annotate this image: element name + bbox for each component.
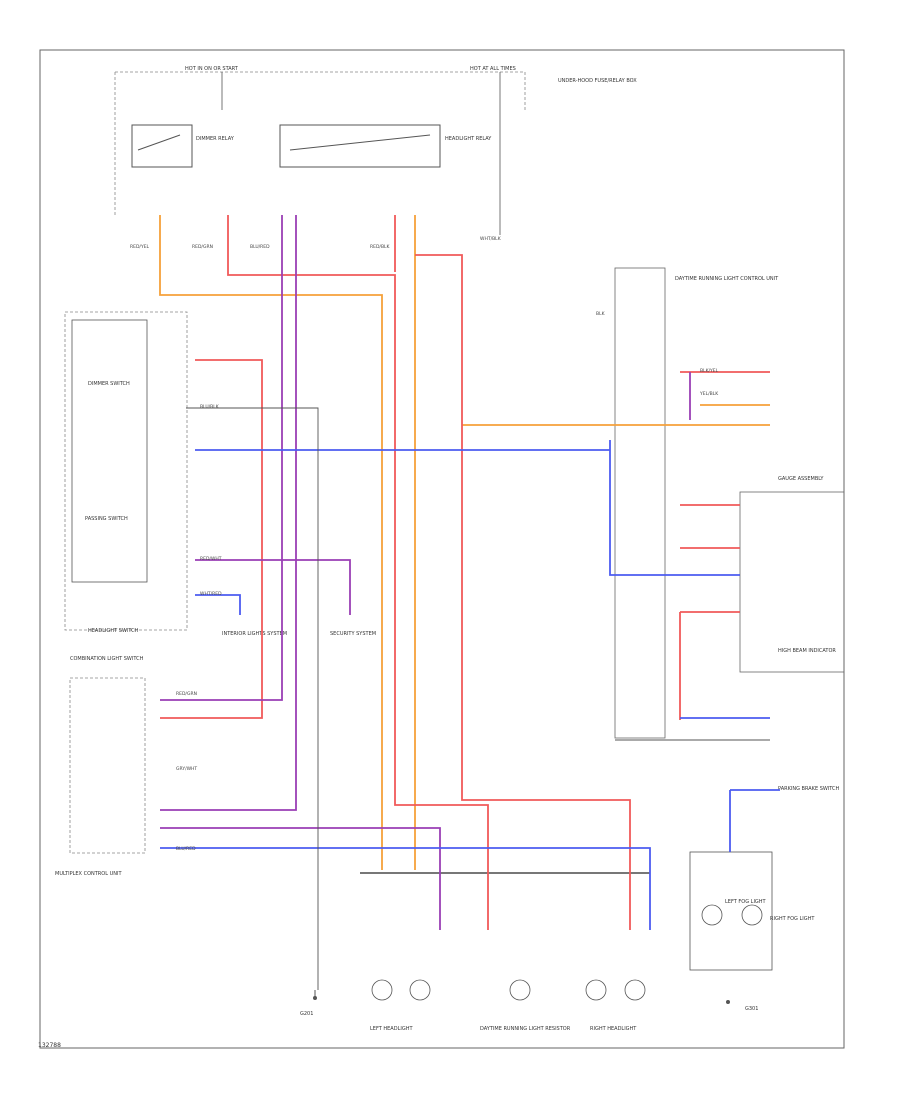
label-hot-in-run: HOT IN ON OR START bbox=[185, 66, 239, 72]
wire-label-5: WHT/BLK bbox=[480, 236, 502, 242]
wire-label-1: RED/YEL bbox=[130, 244, 150, 250]
wire-label-9: RED/GRN bbox=[176, 691, 197, 697]
label-multiplex-unit: MULTIPLEX CONTROL UNIT bbox=[55, 871, 122, 877]
fog-block bbox=[689, 851, 773, 971]
label-gauge-assembly: GAUGE ASSEMBLY bbox=[778, 476, 824, 482]
combination-switch bbox=[64, 311, 188, 631]
left-low-bulb bbox=[371, 979, 393, 1001]
wire-blue-22 bbox=[160, 847, 651, 930]
label-daytime-resistor: DAYTIME RUNNING LIGHT RESISTOR bbox=[480, 1026, 571, 1032]
label-right-headlight: RIGHT HEADLIGHT bbox=[590, 1026, 637, 1032]
label-hot-at-all-times: HOT AT ALL TIMES bbox=[470, 66, 516, 72]
label-dimmer-relay: DIMMER RELAY bbox=[196, 136, 235, 142]
right-high-bulb bbox=[624, 979, 646, 1001]
wire-label-8: WHT/RED bbox=[200, 591, 222, 597]
wire-label-13: BLK/YEL bbox=[700, 368, 719, 374]
wire-label-7: RED/WHT bbox=[200, 556, 222, 562]
wire-label-14: YEL/BLK bbox=[699, 391, 719, 397]
label-high-beam-ind: HIGH BEAM INDICATOR bbox=[778, 648, 836, 654]
headlight-relay bbox=[279, 124, 441, 168]
dimmer-relay-contact bbox=[137, 134, 181, 151]
multiplex-unit bbox=[69, 677, 146, 854]
wire-purple-15 bbox=[195, 559, 351, 615]
wire-red-8 bbox=[160, 359, 263, 719]
gauge-assembly bbox=[739, 491, 845, 673]
left-high-bulb bbox=[409, 979, 431, 1001]
daytime-unit-bar bbox=[614, 267, 666, 739]
wire-label-11: BLU/RED bbox=[176, 846, 196, 852]
label-left-fog: LEFT FOG LIGHT bbox=[725, 899, 767, 905]
label-headlight-switch: HEADLIGHT SWITCH bbox=[88, 628, 139, 634]
label-security-system: SECURITY SYSTEM bbox=[330, 631, 376, 637]
wire-purple-17 bbox=[160, 827, 441, 930]
label-interior-light: INTERIOR LIGHTS SYSTEM bbox=[222, 631, 287, 637]
wire-label-2: RED/GRN bbox=[192, 244, 213, 250]
headlight-relay-contact bbox=[289, 134, 431, 151]
label-ground-left: G201 bbox=[300, 1011, 313, 1017]
label-underhood-box: UNDER-HOOD FUSE/RELAY BOX bbox=[558, 78, 637, 84]
label-left-headlight: LEFT HEADLIGHT bbox=[370, 1026, 413, 1032]
bottom-bus bbox=[360, 872, 650, 874]
right-low-bulb bbox=[585, 979, 607, 1001]
label-daytime-unit: DAYTIME RUNNING LIGHT CONTROL UNIT bbox=[675, 276, 779, 282]
wire-label-6: BLU/BLK bbox=[200, 404, 220, 410]
label-right-fog: RIGHT FOG LIGHT bbox=[770, 916, 815, 922]
diagram-frame bbox=[39, 49, 845, 1049]
label-passing-switch: PASSING SWITCH bbox=[85, 516, 128, 522]
label-parking-brake: PARKING BRAKE SWITCH bbox=[778, 786, 840, 792]
wire-red-5 bbox=[227, 215, 489, 930]
wire-red-7 bbox=[415, 254, 631, 930]
wire-blue-20 bbox=[609, 440, 740, 576]
figure-reference: 132788 bbox=[38, 1042, 61, 1049]
indicator-bulb bbox=[509, 979, 531, 1001]
label-dimmer-switch: DIMMER SWITCH bbox=[88, 381, 130, 387]
right-fog-bulb bbox=[741, 904, 763, 926]
wire-harness bbox=[159, 215, 780, 990]
ground-left-icon bbox=[313, 996, 317, 1000]
wire-label-12: BLK bbox=[596, 311, 606, 317]
wire-purple-16 bbox=[160, 215, 297, 811]
wire-blue-21 bbox=[195, 594, 241, 615]
wire-purple-14 bbox=[160, 215, 283, 701]
wire-black-26 bbox=[186, 407, 319, 990]
dimmer-relay bbox=[131, 124, 193, 168]
wire-orange-1 bbox=[159, 215, 383, 870]
ground-right-icon bbox=[726, 1000, 730, 1004]
label-headlight-relay: HEADLIGHT RELAY bbox=[445, 136, 492, 142]
wire-label-4: RED/BLK bbox=[370, 244, 391, 250]
switch-inner bbox=[71, 319, 148, 583]
wire-label-3: BLU/RED bbox=[250, 244, 270, 250]
label-ground-right: G301 bbox=[745, 1006, 758, 1012]
left-fog-bulb bbox=[701, 904, 723, 926]
wire-label-10: GRY/WHT bbox=[176, 766, 197, 772]
label-combination-switch: COMBINATION LIGHT SWITCH bbox=[70, 656, 144, 662]
